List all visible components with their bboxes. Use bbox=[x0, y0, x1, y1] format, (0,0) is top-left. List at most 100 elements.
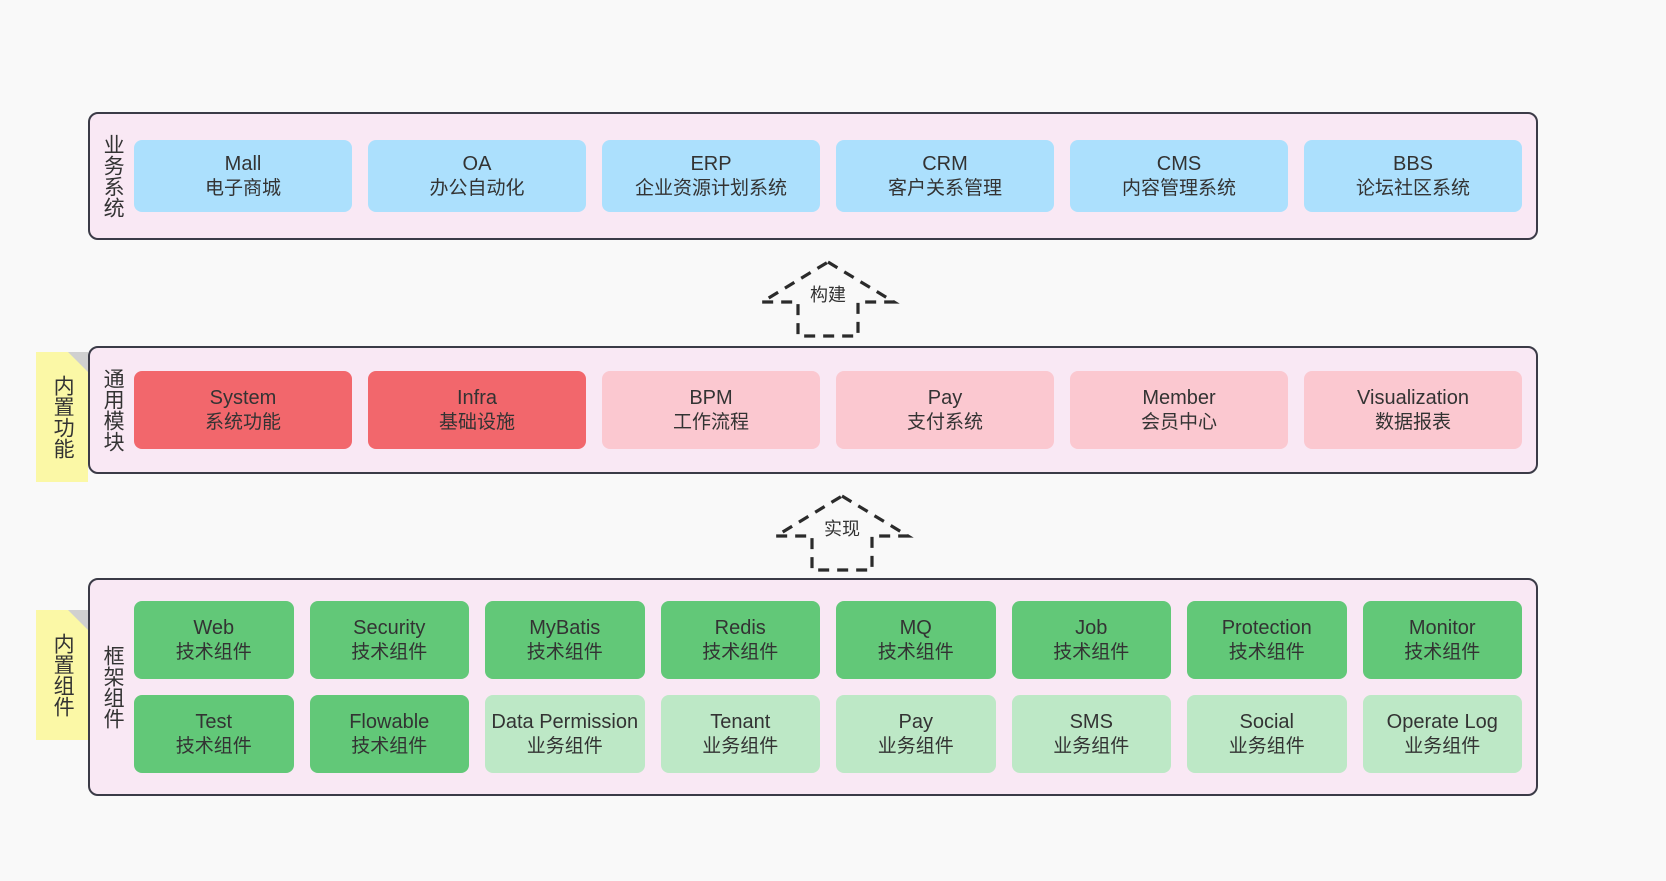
card-title: BBS bbox=[1392, 153, 1434, 176]
card-title: System bbox=[209, 387, 277, 410]
connector-build-label: 构建 bbox=[810, 285, 846, 305]
card-sms[interactable]: SMS 业务组件 bbox=[1011, 695, 1171, 773]
card-erp[interactable]: ERP 企业资源计划系统 bbox=[602, 140, 820, 212]
card-tenant[interactable]: Tenant 业务组件 bbox=[660, 695, 820, 773]
card-subtitle: 技术组件 bbox=[1053, 641, 1130, 663]
card-subtitle: 论坛社区系统 bbox=[1355, 177, 1470, 199]
card-title: Job bbox=[1075, 617, 1108, 640]
card-subtitle: 业务组件 bbox=[526, 735, 603, 757]
card-title: Protection bbox=[1221, 617, 1312, 640]
card-mq[interactable]: MQ 技术组件 bbox=[836, 601, 996, 679]
card-protection[interactable]: Protection 技术组件 bbox=[1187, 601, 1347, 679]
card-subtitle: 客户关系管理 bbox=[887, 177, 1002, 199]
card-infra[interactable]: Infra 基础设施 bbox=[368, 371, 586, 449]
card-security[interactable]: Security 技术组件 bbox=[309, 601, 469, 679]
card-subtitle: 技术组件 bbox=[351, 641, 428, 663]
layer-business-system: 业务系统 Mall 电子商城 OA 办公自动化 ERP 企业资源计划系统 CRM bbox=[88, 112, 1538, 240]
card-subtitle: 系统功能 bbox=[204, 411, 281, 433]
card-title: Web bbox=[193, 617, 235, 640]
layer-body-business-system: Mall 电子商城 OA 办公自动化 ERP 企业资源计划系统 CRM 客户关系… bbox=[134, 114, 1536, 238]
card-subtitle: 数据报表 bbox=[1374, 411, 1451, 433]
card-subtitle: 会员中心 bbox=[1140, 411, 1217, 433]
card-mybatis[interactable]: MyBatis 技术组件 bbox=[485, 601, 645, 679]
note-builtin-function: 内置功能 bbox=[36, 352, 88, 482]
card-title: Infra bbox=[456, 387, 498, 410]
card-row: Mall 电子商城 OA 办公自动化 ERP 企业资源计划系统 CRM 客户关系… bbox=[134, 140, 1522, 212]
card-title: MQ bbox=[899, 617, 932, 640]
card-row: Test 技术组件 Flowable 技术组件 Data Permission … bbox=[134, 695, 1522, 773]
card-social[interactable]: Social 业务组件 bbox=[1187, 695, 1347, 773]
card-title: ERP bbox=[690, 153, 732, 176]
card-subtitle: 电子商城 bbox=[204, 177, 281, 199]
card-subtitle: 业务组件 bbox=[702, 735, 779, 757]
card-cms[interactable]: CMS 内容管理系统 bbox=[1070, 140, 1288, 212]
layer-body-common-module: System 系统功能 Infra 基础设施 BPM 工作流程 Pay 支付系统… bbox=[134, 348, 1536, 472]
card-data-permission[interactable]: Data Permission 业务组件 bbox=[485, 695, 645, 773]
card-subtitle: 企业资源计划系统 bbox=[634, 177, 787, 199]
card-subtitle: 技术组件 bbox=[1228, 641, 1305, 663]
card-title: Operate Log bbox=[1386, 711, 1498, 734]
card-subtitle: 内容管理系统 bbox=[1121, 177, 1236, 199]
card-subtitle: 技术组件 bbox=[1404, 641, 1481, 663]
card-title: CRM bbox=[922, 153, 968, 176]
card-title: BPM bbox=[689, 387, 733, 410]
connector-implement-label: 实现 bbox=[824, 519, 860, 539]
card-visualization[interactable]: Visualization 数据报表 bbox=[1304, 371, 1522, 449]
card-title: Test bbox=[195, 711, 233, 734]
card-subtitle: 业务组件 bbox=[1228, 735, 1305, 757]
card-redis[interactable]: Redis 技术组件 bbox=[660, 601, 820, 679]
card-monitor[interactable]: Monitor 技术组件 bbox=[1362, 601, 1522, 679]
card-title: CMS bbox=[1156, 153, 1202, 176]
card-system[interactable]: System 系统功能 bbox=[134, 371, 352, 449]
card-test[interactable]: Test 技术组件 bbox=[134, 695, 294, 773]
card-row: System 系统功能 Infra 基础设施 BPM 工作流程 Pay 支付系统… bbox=[134, 371, 1522, 449]
card-title: Tenant bbox=[710, 711, 771, 734]
card-title: Social bbox=[1239, 711, 1294, 734]
card-subtitle: 技术组件 bbox=[877, 641, 954, 663]
card-title: OA bbox=[462, 153, 492, 176]
card-mall[interactable]: Mall 电子商城 bbox=[134, 140, 352, 212]
card-subtitle: 业务组件 bbox=[1053, 735, 1130, 757]
card-web[interactable]: Web 技术组件 bbox=[134, 601, 294, 679]
card-title: Pay bbox=[927, 387, 963, 410]
card-title: Mall bbox=[224, 153, 262, 176]
card-bbs[interactable]: BBS 论坛社区系统 bbox=[1304, 140, 1522, 212]
card-title: Monitor bbox=[1408, 617, 1476, 640]
layer-common-module: 通用模块 System 系统功能 Infra 基础设施 BPM 工作流程 Pay bbox=[88, 346, 1538, 474]
card-subtitle: 技术组件 bbox=[175, 735, 252, 757]
card-job[interactable]: Job 技术组件 bbox=[1011, 601, 1171, 679]
card-title: Flowable bbox=[349, 711, 430, 734]
card-subtitle: 技术组件 bbox=[526, 641, 603, 663]
card-oa[interactable]: OA 办公自动化 bbox=[368, 140, 586, 212]
layer-title-business-system: 业务系统 bbox=[101, 134, 125, 218]
card-row: Web 技术组件 Security 技术组件 MyBatis 技术组件 Redi… bbox=[134, 601, 1522, 679]
card-pay-module[interactable]: Pay 支付系统 bbox=[836, 371, 1054, 449]
card-title: Redis bbox=[714, 617, 766, 640]
card-subtitle: 技术组件 bbox=[351, 735, 428, 757]
card-title: Pay bbox=[898, 711, 933, 734]
card-subtitle: 技术组件 bbox=[702, 641, 779, 663]
connector-implement: 实现 bbox=[770, 492, 914, 574]
connector-build-shape bbox=[756, 260, 900, 338]
card-member[interactable]: Member 会员中心 bbox=[1070, 371, 1288, 449]
card-title: Member bbox=[1142, 387, 1216, 410]
layer-body-framework-component: Web 技术组件 Security 技术组件 MyBatis 技术组件 Redi… bbox=[134, 580, 1536, 794]
card-title: Visualization bbox=[1357, 387, 1469, 410]
connector-build: 构建 bbox=[756, 258, 900, 340]
card-operate-log[interactable]: Operate Log 业务组件 bbox=[1362, 695, 1522, 773]
card-flowable[interactable]: Flowable 技术组件 bbox=[309, 695, 469, 773]
card-subtitle: 基础设施 bbox=[438, 411, 515, 433]
note-builtin-component: 内置组件 bbox=[36, 610, 88, 740]
card-pay-component[interactable]: Pay 业务组件 bbox=[836, 695, 996, 773]
card-subtitle: 支付系统 bbox=[906, 411, 983, 433]
layer-framework-component: 框架组件 Web 技术组件 Security 技术组件 MyBatis 技术组件… bbox=[88, 578, 1538, 796]
layer-title-common-module: 通用模块 bbox=[101, 368, 125, 452]
card-subtitle: 工作流程 bbox=[672, 411, 749, 433]
card-bpm[interactable]: BPM 工作流程 bbox=[602, 371, 820, 449]
card-subtitle: 办公自动化 bbox=[429, 177, 525, 199]
card-title: MyBatis bbox=[529, 617, 601, 640]
card-title: SMS bbox=[1069, 711, 1113, 734]
card-crm[interactable]: CRM 客户关系管理 bbox=[836, 140, 1054, 212]
card-subtitle: 技术组件 bbox=[175, 641, 252, 663]
